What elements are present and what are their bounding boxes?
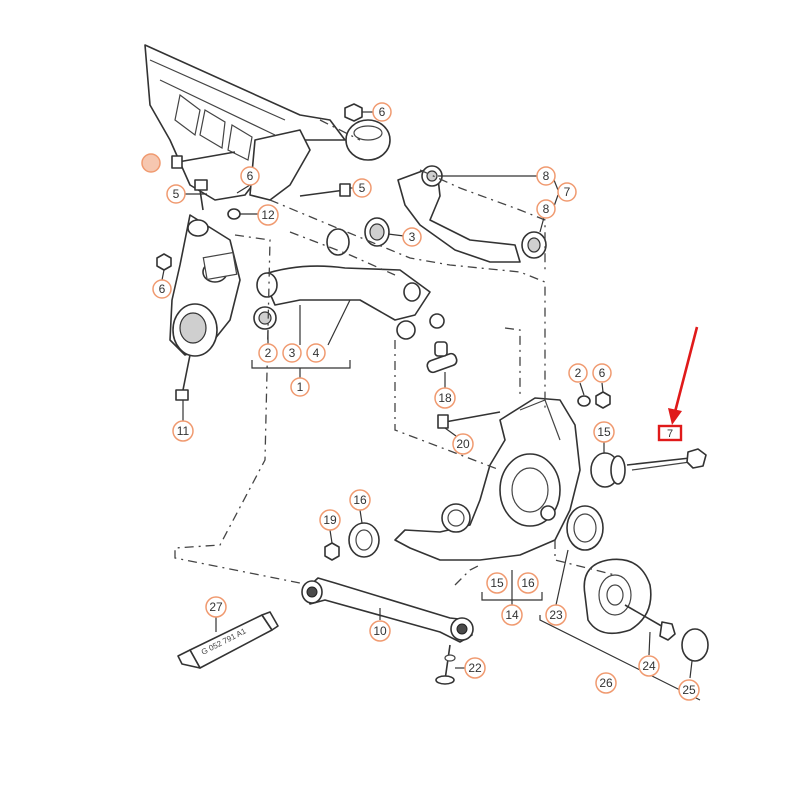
svg-text:2: 2: [575, 366, 582, 380]
svg-text:4: 4: [313, 346, 320, 360]
callout-8-upper: 8: [536, 166, 556, 186]
callout-5-upper: 5: [352, 178, 372, 198]
lower-link-10: [301, 577, 474, 643]
svg-text:15: 15: [490, 576, 504, 590]
hub-bolt-24: [624, 604, 676, 641]
callout-23: 23: [545, 604, 567, 626]
washer-12: [227, 208, 241, 220]
callout-16: 16: [349, 489, 371, 511]
callout-11: 11: [172, 420, 194, 442]
svg-text:6: 6: [247, 169, 254, 183]
callout-2-right: 2: [568, 363, 588, 383]
svg-text:3: 3: [409, 230, 416, 244]
callout-18: 18: [434, 387, 456, 409]
callout-27: 27: [205, 596, 227, 618]
svg-text:18: 18: [438, 391, 452, 405]
callout-1: 1: [290, 377, 310, 397]
svg-text:20: 20: [456, 437, 470, 451]
callout-3: 3: [402, 227, 422, 247]
callout-4: 4: [306, 343, 326, 363]
callout-6-top: 6: [372, 102, 392, 122]
callout-25: 25: [678, 679, 700, 701]
svg-text:27: 27: [209, 600, 223, 614]
bolt-5-left: [194, 179, 208, 211]
eccentric-bolt-22: [435, 644, 456, 685]
callout-8-lower: 8: [536, 199, 556, 219]
upper-link-7: [397, 165, 547, 263]
bolt-highlighted: [626, 448, 707, 471]
callout-6-right: 6: [592, 363, 612, 383]
svg-text:3: 3: [289, 346, 296, 360]
bolt-11: [175, 354, 191, 401]
highlight-arrow: [668, 326, 699, 425]
svg-text:8: 8: [543, 169, 550, 183]
callout-24: 24: [638, 655, 660, 677]
svg-text:25: 25: [682, 683, 696, 697]
blank-marker: [141, 153, 161, 173]
svg-text:12: 12: [261, 208, 275, 222]
nut-19: [324, 542, 340, 561]
upper-control-arm: [253, 265, 431, 340]
spacer-18: [426, 313, 458, 374]
assembly-lines: [174, 119, 616, 586]
callout-19: 19: [319, 509, 341, 531]
bolt-20: [437, 411, 501, 429]
callout-6-left-lower: 6: [152, 279, 172, 299]
bolt-top-left: [171, 151, 236, 169]
sealant-tube-27: G 052 791 A1: [177, 611, 279, 669]
callout-7: 7: [557, 182, 577, 202]
svg-text:16: 16: [353, 493, 367, 507]
callout-16-group: 16: [517, 572, 539, 594]
nut-6-right: [595, 391, 611, 409]
callout-26: 26: [595, 672, 617, 694]
callout-3-group: 3: [282, 343, 302, 363]
callout-15: 15: [593, 421, 615, 443]
subframe: [144, 44, 391, 201]
svg-text:26: 26: [599, 676, 613, 690]
callout-12: 12: [257, 204, 279, 226]
svg-text:6: 6: [599, 366, 606, 380]
bush-16: [348, 522, 380, 558]
callout-10: 10: [369, 620, 391, 642]
svg-text:8: 8: [543, 202, 550, 216]
svg-text:24: 24: [642, 659, 656, 673]
svg-text:14: 14: [505, 608, 519, 622]
svg-text:1: 1: [297, 380, 304, 394]
svg-text:2: 2: [265, 346, 272, 360]
callout-14: 14: [501, 604, 523, 626]
callout-15-group: 15: [486, 572, 508, 594]
highlight-box: 7: [657, 424, 683, 442]
trailing-arm-bracket: [169, 214, 241, 357]
callout-2: 2: [258, 343, 278, 363]
svg-text:6: 6: [379, 105, 386, 119]
callout-20: 20: [452, 433, 474, 455]
svg-text:16: 16: [521, 576, 535, 590]
svg-text:5: 5: [173, 187, 180, 201]
svg-text:19: 19: [323, 513, 337, 527]
svg-text:11: 11: [177, 424, 190, 438]
svg-text:7: 7: [564, 185, 571, 199]
svg-text:22: 22: [468, 661, 482, 675]
nut-6-left: [156, 253, 172, 271]
leader-lines: [161, 111, 693, 679]
callout-5-left: 5: [166, 184, 186, 204]
seal-23: [566, 505, 604, 551]
highlight-label: 7: [667, 428, 673, 440]
callout-22: 22: [464, 657, 486, 679]
svg-text:15: 15: [597, 425, 611, 439]
washer-2-right: [577, 395, 591, 407]
svg-text:23: 23: [549, 608, 563, 622]
svg-text:10: 10: [373, 624, 387, 638]
bush-15: [590, 452, 626, 488]
bolt-5-upper: [299, 183, 351, 197]
callout-6-left-upper: 6: [240, 166, 260, 186]
svg-text:6: 6: [159, 282, 166, 296]
svg-text:5: 5: [359, 181, 366, 195]
wheel-hub-26: [583, 558, 652, 635]
nut-6-top: [344, 103, 363, 122]
hub-cap-25: [681, 628, 709, 662]
wheel-bearing-housing: [394, 397, 581, 561]
